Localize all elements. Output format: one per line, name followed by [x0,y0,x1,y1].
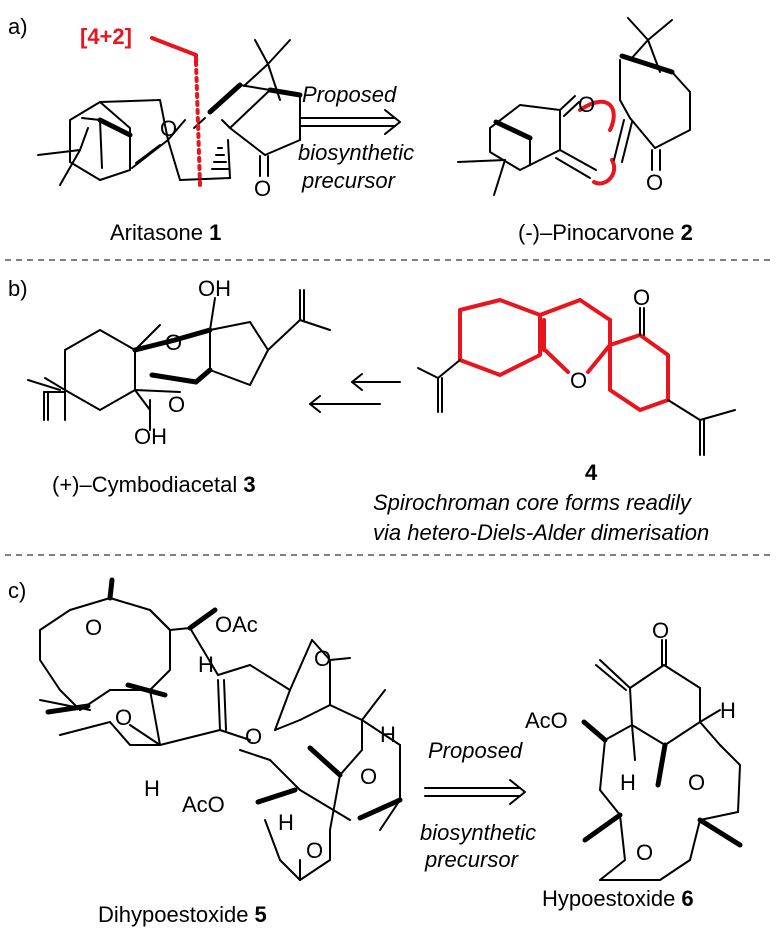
arrow-c-text-biosynthetic: biosynthetic [420,820,536,845]
compound-6-name: Hypoestoxide 6 [542,886,694,911]
aritasone-ring-oxygen: O [160,116,177,141]
panel-b-label: b) [8,276,28,301]
dihypoestoxide-aco: AcO [182,792,225,817]
hypoestoxide-aco: AcO [525,708,568,733]
hypoestoxide-h-2: H [620,770,636,795]
cymbodiacetal-oh-top: OH [198,276,231,301]
hypoestoxide-o-1: O [688,770,705,795]
dihypoestoxide-oac: OAc [215,612,258,637]
dihypoestoxide-o-2: O [115,705,132,730]
compound-3-name: (+)–Cymbodiacetal 3 [52,472,256,497]
cycloaddition-label: [4+2] [80,24,132,49]
hypoestoxide-h-1: H [720,698,736,723]
caption-line-1: Spirochroman core forms readily [373,490,693,515]
aritasone-structure [37,39,303,186]
compound-5-name: Dihypoestoxide 5 [98,902,267,927]
hypoestoxide-structure [581,639,743,881]
dihypoestoxide-o-1: O [85,615,102,640]
compound-4-structure [417,298,736,456]
arrow-a-text-proposed: Proposed [302,82,397,107]
dihypoestoxide-structure [39,577,403,881]
cymbodiacetal-o-2: O [168,392,185,417]
pinocarvone-structure [457,95,616,196]
hypoestoxide-o-2: O [636,840,653,865]
compound-1-name: Aritasone 1 [110,220,221,245]
retro-arrow-c [424,779,526,805]
dihypoestoxide-h-1: H [198,652,214,677]
arrow-a-text-precursor: precursor [301,168,397,193]
cymbodiacetal-oh-bottom: OH [134,424,167,449]
cymbodiacetal-o-1: O [165,330,182,355]
hypoestoxide-ketone-oxygen: O [652,618,669,643]
arrow-a-text-biosynthetic: biosynthetic [298,140,414,165]
compound-4-ketone-oxygen: O [633,285,650,310]
aritasone-ketone-oxygen: O [254,176,271,201]
pinocarvone-structure-2 [613,17,691,171]
dihypoestoxide-ring-oxygen: O [245,724,262,749]
dihypoestoxide-h-3: H [380,722,396,747]
dihypoestoxide-h-2: H [144,776,160,801]
panel-c-label: c) [8,578,26,603]
dihypoestoxide-ketone-oxygen: O [314,646,331,671]
panel-a-label: a) [8,14,28,39]
pinocarvone-oxygen: O [578,92,595,117]
cymbodiacetal-structure [27,289,331,431]
pinocarvone-2-oxygen: O [646,170,663,195]
dihypoestoxide-o-4: O [306,838,323,863]
caption-line-2: via hetero-Diels-Alder dimerisation [373,520,709,545]
compound-4-number: 4 [585,460,598,485]
cycloaddition-marker [150,36,202,187]
compound-4-ring-oxygen: O [570,368,587,393]
dihypoestoxide-o-3: O [360,764,377,789]
arrow-c-text-precursor: precursor [424,847,520,872]
arrow-c-text-proposed: Proposed [428,738,523,763]
compound-2-name: (-)–Pinocarvone 2 [518,220,693,245]
dihypoestoxide-h-4: H [278,810,294,835]
retro-arrow-a [299,109,401,135]
forward-arrows-b [309,373,401,413]
